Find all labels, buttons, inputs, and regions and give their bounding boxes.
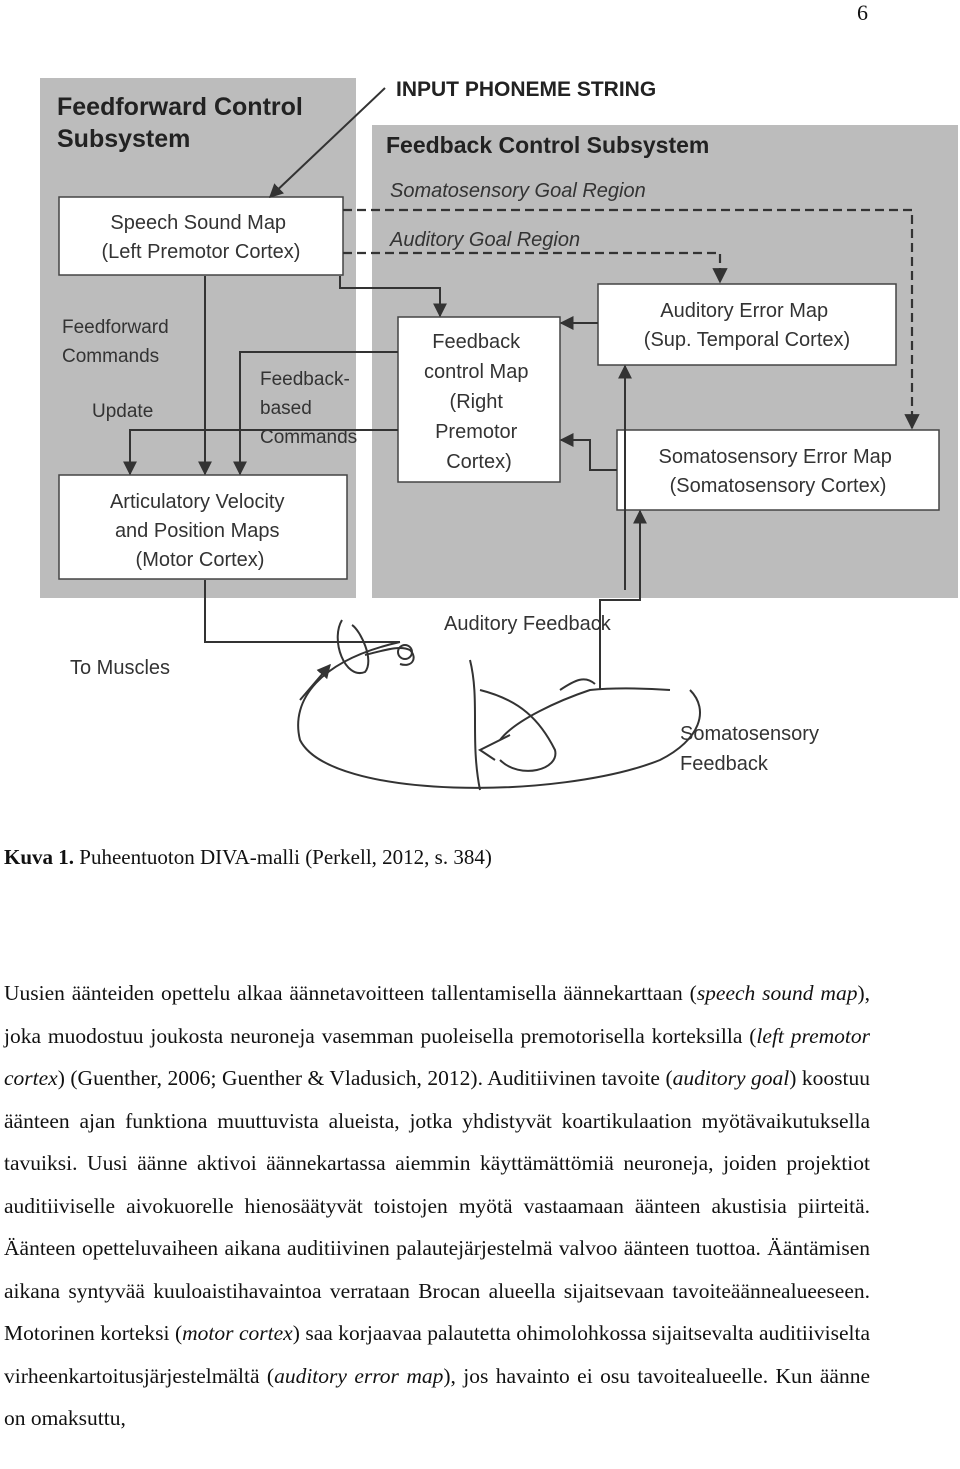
feedforward-title: Feedforward Control Subsystem xyxy=(57,93,310,153)
speech-sound-map-box xyxy=(58,196,344,276)
input-arrow xyxy=(268,87,386,198)
somatosensory-goal-line xyxy=(343,208,920,430)
paragraph-text: ), joka muodostuu joukosta neuroneja vas… xyxy=(4,981,870,1048)
term-speech-sound-map: speech sound map xyxy=(696,981,858,1005)
diva-model-figure: Feedforward Control Subsystem Feedback C… xyxy=(38,70,960,810)
somatosensory-goal-label: Somatosensory Goal Region xyxy=(390,180,646,202)
input-phoneme-label: INPUT PHONEME STRING xyxy=(396,78,656,101)
update-arrow xyxy=(123,429,398,476)
auditory-feedback-label: Auditory Feedback xyxy=(444,613,612,635)
somatosensory-feedback-arrow xyxy=(599,509,647,690)
articulatory-maps-box xyxy=(58,474,348,580)
articulatory-maps-label: Articulatory Velocity and Position Maps … xyxy=(110,491,290,571)
loop-arrow-left xyxy=(299,663,331,701)
term-left-premotor-cortex: left premotor cortex xyxy=(4,1023,870,1091)
somatosensory-error-map-label: Somatosensory Error Map (Somatosensory C… xyxy=(659,446,898,497)
vocal-tract-icon xyxy=(469,659,671,791)
somatosensory-feedback-label: Somatosensory Feedback xyxy=(680,723,825,775)
to-muscles-arrow xyxy=(204,580,400,643)
to-muscles-label: To Muscles xyxy=(70,657,170,679)
paragraph-text: ) koostuu äänteen ajan funktiona muuttuv… xyxy=(4,1066,870,1345)
caption-text: Puheentuoton DIVA-malli (Perkell, 2012, … xyxy=(79,845,492,869)
page-number: 6 xyxy=(857,0,868,25)
feedback-command-arrow xyxy=(233,351,398,476)
paragraph-text: ) saa korjaavaa palautetta ohimolohkossa… xyxy=(4,1321,870,1388)
figure-caption: Kuva 1. Puheentuoton DIVA-malli (Perkell… xyxy=(4,842,904,872)
term-auditory-goal: auditory goal xyxy=(672,1066,790,1090)
somatosensory-error-to-control-arrow xyxy=(559,433,617,471)
auditory-goal-line xyxy=(343,251,728,284)
ear-icon xyxy=(336,619,415,675)
feedback-control-map-label: Feedback control Map (Right Premotor Cor… xyxy=(424,331,534,473)
speech-sound-map-label: Speech Sound Map (Left Premotor Cortex) xyxy=(102,212,301,263)
term-motor-cortex: motor cortex xyxy=(182,1321,293,1345)
paragraph-text: Uusien äänteiden opettelu alkaa äännetav… xyxy=(4,981,697,1005)
body-paragraph: Uusien äänteiden opettelu alkaa äännetav… xyxy=(4,972,870,1440)
feedback-control-map-box xyxy=(397,316,561,483)
term-auditory-error-map: auditory error map xyxy=(274,1363,444,1388)
feedback-based-commands-label: Feedback- based Commands xyxy=(260,369,357,448)
somatosensory-error-map-box xyxy=(616,429,940,511)
caption-label: Kuva 1. xyxy=(4,845,75,869)
feedback-title: Feedback Control Subsystem xyxy=(386,132,709,158)
feedforward-commands-label: Feedforward Commands xyxy=(62,317,174,367)
speech-map-to-control-arrow xyxy=(339,276,447,318)
paragraph-text: ), jos havainto ei osu tavoitealueelle. … xyxy=(4,1363,871,1431)
auditory-goal-label: Auditory Goal Region xyxy=(389,229,580,251)
update-label: Update xyxy=(92,401,153,422)
paragraph-text: ) (Guenther, 2006; Guenther & Vladusich,… xyxy=(57,1066,673,1090)
feedback-loop xyxy=(297,641,701,789)
auditory-error-map-box xyxy=(597,283,897,366)
auditory-error-map-label: Auditory Error Map (Sup. Temporal Cortex… xyxy=(644,300,850,351)
